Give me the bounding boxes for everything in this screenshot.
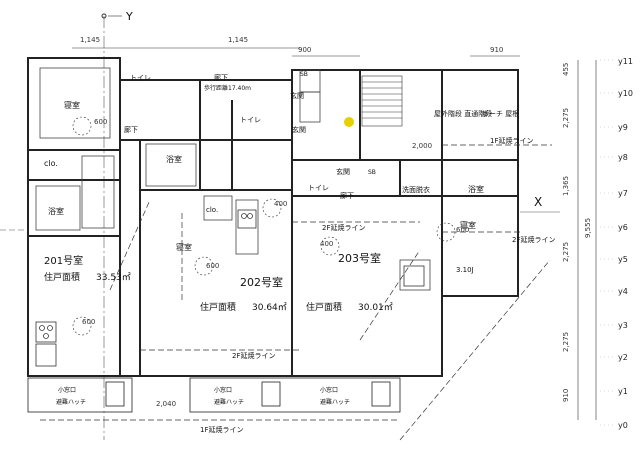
room-corridor-203: 廊下 xyxy=(340,191,354,200)
sb-mark-b: SB xyxy=(368,169,376,176)
room-corridor-201: 廊下 xyxy=(124,125,138,134)
grid-y3: y3 xyxy=(618,321,628,330)
dim-r-5: 2,275 xyxy=(562,332,570,352)
room-toilet-202: トイレ xyxy=(240,116,261,124)
lamp-202b: 400 xyxy=(274,200,287,208)
y-axis-label: Y xyxy=(125,10,133,23)
ext-line-2f-right: 2F延焼ライン xyxy=(512,235,555,244)
ext-line-2f-bottom: 2F延焼ライン xyxy=(232,351,275,360)
grid-y2: y2 xyxy=(618,353,628,362)
room-bedroom-201: 寝室 xyxy=(64,100,80,110)
balcony xyxy=(27,377,401,413)
unit-202-area-label: 住戸面積 xyxy=(200,301,236,313)
grid-y8: y8 xyxy=(618,153,628,162)
room-entrance-a: 玄関 xyxy=(290,91,304,100)
unit-203-area-label: 住戸面積 xyxy=(306,301,342,313)
grid-y11: y11 xyxy=(618,57,633,66)
room-entrance-b: 玄関 xyxy=(292,125,306,134)
ext-line-1f-bottom: 1F延焼ライン xyxy=(200,425,243,434)
ext-line-2f-mid: 2F延焼ライン xyxy=(322,223,365,232)
unit-203-name: 203号室 xyxy=(338,251,381,265)
room-bedroom-202: 寝室 xyxy=(176,242,192,252)
room-closet-201: clo. xyxy=(44,159,58,168)
lamp-202: 600 xyxy=(206,262,219,270)
axis-marker xyxy=(101,13,107,19)
unit-201-name: 201号室 xyxy=(44,254,83,267)
grid-y4: y4 xyxy=(618,287,628,296)
dim-r-4: 2,275 xyxy=(562,242,570,262)
lamp-dot xyxy=(344,117,354,127)
dim-bottom: 2,040 xyxy=(156,400,176,408)
grid-y1: y1 xyxy=(618,387,628,396)
window-mark-2: 小窓口 xyxy=(214,386,232,394)
room-toilet-203: トイレ xyxy=(308,184,329,192)
grid-y5: y5 xyxy=(618,255,628,264)
ext-line-1f-top: 1F延焼ライン xyxy=(490,136,533,145)
building-walls xyxy=(27,57,519,377)
fire-exit-label: 屋外階段 直通階段 xyxy=(434,109,492,118)
room-toilet-201: トイレ xyxy=(130,74,151,82)
hatch-mark-3: 避難ハッチ xyxy=(320,398,350,406)
porch-label: ポーチ 屋根 xyxy=(482,109,519,118)
window-mark-3: 小窓口 xyxy=(320,386,338,394)
dim-mid: 2,000 xyxy=(412,142,432,150)
x-axis-label: X xyxy=(534,195,542,209)
kitchen-fixtures xyxy=(35,209,425,367)
dim-r-6: 910 xyxy=(562,389,570,402)
unit-202-name: 202号室 xyxy=(240,275,283,289)
lamp-203: 400 xyxy=(320,240,333,248)
stair xyxy=(361,75,403,127)
dim-r-total: 9,555 xyxy=(584,218,592,238)
grid-labels: y11 y10 y9 y8 y7 y6 y5 y4 y3 y2 y1 y0 xyxy=(618,57,633,430)
room-entrance-203: 玄関 xyxy=(336,167,350,176)
dim-top-4: 910 xyxy=(490,46,503,54)
room-bedroom-203: 寝室 xyxy=(460,220,476,230)
grid-y7: y7 xyxy=(618,189,628,198)
dim-top-2: 1,145 xyxy=(228,36,248,44)
right-dimensions: 455 2,275 1,365 2,275 2,275 910 9,555 xyxy=(562,63,592,402)
unit-201-area: 33.53㎡ xyxy=(96,272,131,283)
unit-202-area: 30.64㎡ xyxy=(252,302,287,313)
lamp-201b: 600 xyxy=(82,318,95,326)
window-mark-1: 小窓口 xyxy=(58,386,76,394)
unit-201-area-label: 住戸面積 xyxy=(44,271,80,283)
room-washroom-203: 洗面脱衣 xyxy=(402,185,430,194)
hatch-mark-1: 避難ハッチ xyxy=(56,398,86,406)
lamp-203b: 600 xyxy=(456,226,469,234)
lamp-201: 600 xyxy=(94,118,107,126)
dim-top-1: 1,145 xyxy=(80,36,100,44)
grid-y0: y0 xyxy=(618,421,628,430)
dim-r-3: 1,365 xyxy=(562,176,570,196)
room-bath-203: 浴室 xyxy=(468,184,484,194)
room-bath-201: 浴室 xyxy=(48,206,64,216)
room-closet-202: clo. xyxy=(206,206,218,214)
sb-mark-a: SB xyxy=(300,71,308,78)
corridor-label: 廊下 xyxy=(214,73,228,82)
light-fixtures xyxy=(72,116,456,336)
dim-r-2: 2,275 xyxy=(562,108,570,128)
grid-y6: y6 xyxy=(618,223,628,232)
room-bath-202: 浴室 xyxy=(166,154,182,164)
grid-y9: y9 xyxy=(618,123,628,132)
corridor-width: 歩行距離17.40m xyxy=(204,84,251,92)
dim-r-1: 455 xyxy=(562,63,570,76)
dim-top-3: 900 xyxy=(298,46,311,54)
ext-102-label: 3.10J xyxy=(456,266,474,274)
hatch-mark-2: 避難ハッチ xyxy=(214,398,244,406)
grid-y10: y10 xyxy=(618,89,633,98)
unit-203-area: 30.01㎡ xyxy=(358,302,393,313)
